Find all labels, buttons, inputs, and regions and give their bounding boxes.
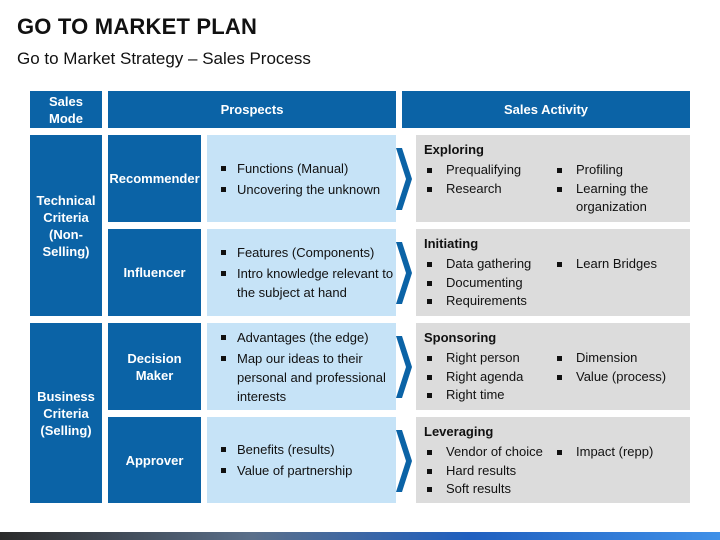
role-label: Influencer [123,265,186,280]
header-prospects-label: Prospects [220,102,284,117]
activity-list-left: Right person Right agenda Right time [424,349,554,405]
mode-technical-label: Technical Criteria (Non- Selling) [36,192,96,259]
list-item: Vendor of choice [424,443,554,462]
activity-title: Sponsoring [424,330,497,345]
list-item: Requirements [424,292,554,311]
role-influencer: Influencer [108,229,201,316]
prospects-list: Functions (Manual) Uncovering the unknow… [207,157,380,201]
page-title: GO TO MARKET PLAN [17,14,258,39]
list-item: Right time [424,386,554,405]
role-label: Recommender [109,171,200,186]
role-decision-maker: Decision Maker [108,323,201,410]
chevron-right-icon [396,148,412,210]
role-label: Decision Maker [127,350,182,383]
list-item: Right agenda [424,368,554,387]
activity-initiating: Initiating Data gathering Documenting Re… [416,229,690,316]
list-item: Impact (repp) [554,443,690,462]
list-item: Profiling [554,161,690,180]
activity-list-right: Impact (repp) [554,443,690,462]
list-item: Research [424,180,554,199]
header-sales-activity: Sales Activity [402,91,690,128]
list-item: Uncovering the unknown [219,180,380,199]
activity-list-right: Dimension Value (process) [554,349,690,386]
list-item: Learning the organization [554,180,690,217]
activity-list-right: Profiling Learning the organization [554,161,690,217]
prospects-list: Advantages (the edge) Map our ideas to t… [207,326,396,408]
list-item: Documenting [424,274,554,293]
list-item: Value (process) [554,368,690,387]
list-item: Advantages (the edge) [219,328,396,347]
chevron-right-icon [396,336,412,398]
activity-title: Exploring [424,142,484,157]
list-item: Hard results [424,462,554,481]
activity-list-left: Data gathering Documenting Requirements [424,255,554,311]
prospects-approver: Benefits (results) Value of partnership [207,417,396,503]
list-item: Features (Components) [219,243,396,262]
list-item: Soft results [424,480,554,499]
prospects-decision-maker: Advantages (the edge) Map our ideas to t… [207,323,396,410]
role-label: Approver [125,452,184,468]
footer-bar [0,532,720,540]
chevron-right-icon [396,242,412,304]
header-sales-mode-label: Sales Mode [49,93,83,126]
activity-sponsoring: Sponsoring Right person Right agenda Rig… [416,323,690,410]
role-approver: Approver [108,417,201,503]
activity-title: Initiating [424,236,479,251]
prospects-influencer: Features (Components) Intro knowledge re… [207,229,396,316]
list-item: Learn Bridges [554,255,690,274]
header-sales-activity-label: Sales Activity [503,102,589,117]
mode-business: Business Criteria (Selling) [30,323,102,503]
list-item: Benefits (results) [219,440,352,459]
mode-technical: Technical Criteria (Non- Selling) [30,135,102,316]
list-item: Data gathering [424,255,554,274]
list-item: Dimension [554,349,690,368]
role-recommender: Recommender [108,135,201,222]
page-subtitle: Go to Market Strategy – Sales Process [17,49,311,68]
activity-list-right: Learn Bridges [554,255,690,274]
activity-exploring: Exploring Prequalifying Research Profili… [416,135,690,222]
list-item: Functions (Manual) [219,159,380,178]
activity-title: Leveraging [424,424,494,439]
activity-list-left: Vendor of choice Hard results Soft resul… [424,443,554,499]
activity-list-left: Prequalifying Research [424,161,554,198]
list-item: Map our ideas to their personal and prof… [219,349,396,406]
header-sales-mode: Sales Mode [30,91,102,128]
activity-leveraging: Leveraging Vendor of choice Hard results… [416,417,690,503]
prospects-list: Features (Components) Intro knowledge re… [207,241,396,304]
mode-business-label: Business Criteria (Selling) [37,388,95,438]
prospects-list: Benefits (results) Value of partnership [207,438,352,482]
header-prospects: Prospects [108,91,396,128]
list-item: Value of partnership [219,461,352,480]
prospects-recommender: Functions (Manual) Uncovering the unknow… [207,135,396,222]
chevron-right-icon [396,430,412,492]
list-item: Right person [424,349,554,368]
list-item: Prequalifying [424,161,554,180]
list-item: Intro knowledge relevant to the subject … [219,264,396,302]
